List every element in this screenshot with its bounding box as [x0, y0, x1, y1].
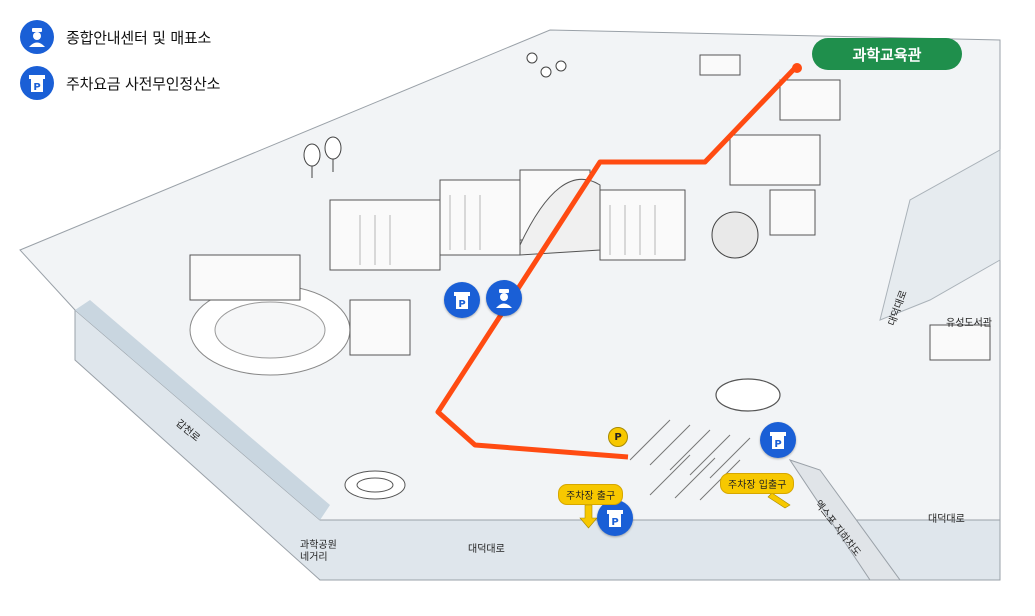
- dome: [711, 211, 759, 259]
- arch-building: [519, 178, 601, 256]
- road-left-strip: [75, 300, 330, 520]
- parking-exit-tag: 주차장 출구: [558, 484, 624, 505]
- road-label-daedeok-bottom: 대덕대로: [468, 544, 505, 555]
- route-destination-dot: [792, 63, 802, 73]
- parking-kiosk-icon: P: [607, 510, 623, 528]
- parking-kiosk-icon: P: [454, 292, 470, 310]
- attendant-icon: [496, 289, 512, 308]
- svg-text:P: P: [774, 439, 781, 450]
- fountain-ring: [356, 477, 394, 493]
- parking-kiosk-icon: P: [770, 432, 786, 450]
- legend-label-info-center: 종합안내센터 및 매표소: [66, 28, 212, 47]
- destination-badge[interactable]: 과학교육관: [812, 38, 962, 70]
- parking-entrance-tag: 주차장 입출구: [720, 473, 795, 494]
- round-building: [715, 378, 781, 412]
- trees: [303, 52, 567, 178]
- parking-marker: P: [608, 427, 628, 447]
- parking-kiosk-pin-east[interactable]: P: [760, 422, 796, 458]
- attendant-icon: [20, 20, 54, 54]
- exit-arrow: [579, 504, 598, 529]
- road-underpass: [788, 459, 901, 581]
- legend: 종합안내센터 및 매표소 P 주차요금 사전무인정산소: [20, 20, 220, 112]
- place-label-intersection: 과학공원 네거리: [300, 540, 337, 563]
- svg-text:P: P: [611, 517, 618, 528]
- svg-text:P: P: [458, 299, 465, 310]
- plaza-inner: [214, 301, 326, 359]
- road-right: [879, 149, 1001, 321]
- legend-label-parking-payment: 주차요금 사전무인정산소: [66, 74, 221, 93]
- road-label-daedeok-right: 대덕대로: [928, 514, 965, 525]
- fountain: [344, 470, 406, 500]
- parking-lot: [629, 419, 751, 501]
- legend-item-parking-payment: P 주차요금 사전무인정산소: [20, 66, 220, 100]
- place-label-library: 유성도서관: [946, 318, 992, 329]
- legend-item-info-center: 종합안내센터 및 매표소: [20, 20, 220, 54]
- parking-kiosk-pin-center[interactable]: P: [444, 282, 480, 318]
- info-center-pin[interactable]: [486, 280, 522, 316]
- route-line: [435, 66, 797, 460]
- building-windows: [359, 195, 656, 265]
- entrance-arrow: [767, 492, 791, 509]
- buildings: [189, 54, 991, 361]
- svg-text:P: P: [33, 82, 40, 93]
- parking-kiosk-pin-exit[interactable]: P: [597, 500, 633, 536]
- parking-kiosk-icon: P: [20, 66, 54, 100]
